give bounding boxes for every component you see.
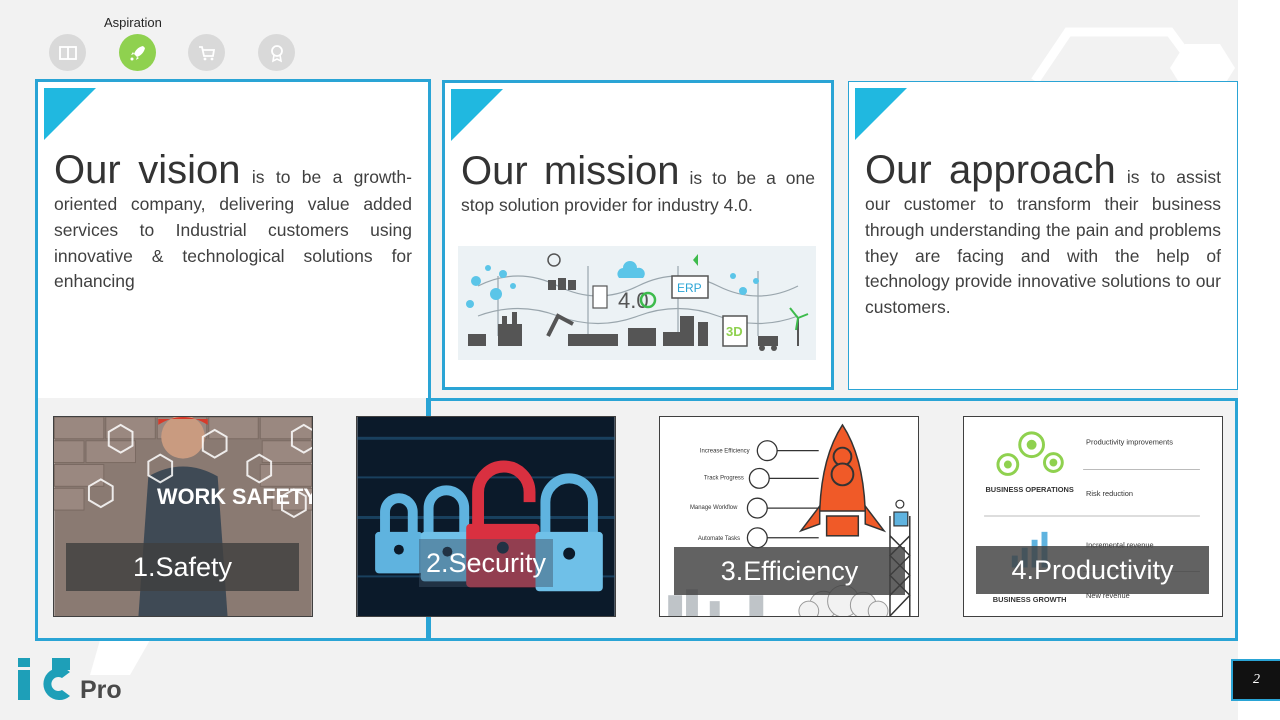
approach-card: Our approach is to assist our customer t… [848,81,1238,390]
productivity-label: 4.Productivity [976,546,1209,594]
safety-label: 1.Safety [66,543,299,591]
nav-rocket-button[interactable] [119,34,156,71]
industry-40-illustration: 4.0 ERP 3D [458,246,816,360]
award-icon [270,44,283,62]
efficiency-item-2: Track Progress [704,475,744,481]
label-3d: 3D [726,324,743,339]
mission-heading: Our mission [461,149,680,193]
nav-label: Aspiration [104,15,162,30]
vision-card: Our vision is to be a growth-oriented co… [38,82,428,398]
mission-text: Our mission is to be a one stop solution… [461,149,815,219]
new-revenue-text: New revenue [1086,591,1130,600]
efficiency-item-3: Manage Workflow [690,505,738,511]
vision-text: Our vision is to be a growth-oriented co… [54,148,412,295]
nav-book-button[interactable] [49,34,86,71]
approach-text: Our approach is to assist our customer t… [865,148,1221,321]
approach-heading: Our approach [865,148,1116,192]
vision-corner-triangle [44,88,96,140]
productivity-tile[interactable]: BUSINESS OPERATIONS BUSINESS GROWTH Prod… [963,416,1223,617]
efficiency-item-4: Automate Tasks [698,536,740,542]
approach-body: is to assist our customer to transform t… [865,167,1221,318]
vision-frame [35,79,431,641]
vision-body: is to be a growth-oriented company, deli… [54,167,412,292]
incremental-revenue-text: Incremental revenue [1086,541,1154,550]
label-40: 4.0 [618,288,649,313]
hexagon-decoration [1031,27,1235,86]
efficiency-tile[interactable]: Increase Efficiency Track Progress Manag… [659,416,919,617]
vision-heading: Our vision [54,148,241,192]
business-growth-text: BUSINESS GROWTH [993,595,1067,604]
efficiency-label: 3.Efficiency [674,547,905,595]
nav-award-button[interactable] [258,34,295,71]
productivity-improvements-text: Productivity improvements [1086,438,1173,447]
business-operations-text: BUSINESS OPERATIONS [985,485,1073,494]
security-tile[interactable]: 2.Security [356,416,616,617]
risk-reduction-text: Risk reduction [1086,489,1133,498]
efficiency-item-1: Increase Efficiency [700,449,750,455]
book-icon [58,45,77,60]
security-image [357,417,615,616]
label-erp: ERP [677,281,702,295]
approach-corner-triangle [855,88,907,140]
mission-body: is to be a one stop solution provider fo… [461,168,815,215]
rocket-icon [130,45,145,60]
hexagon-decoration-bottom [90,640,150,675]
mission-card: Our mission is to be a one stop solution… [442,80,834,390]
logo-text: Pro [80,676,122,702]
mission-corner-triangle [451,89,503,141]
cart-icon [198,45,215,60]
safety-tile[interactable]: WORK SAFETY 1.Safety [53,416,313,617]
work-safety-text: WORK SAFETY [157,484,312,509]
ic-pro-logo: Pro [18,658,122,702]
security-label: 2.Security [419,539,553,587]
page-number: 2 [1231,659,1280,701]
nav-cart-button[interactable] [188,34,225,71]
